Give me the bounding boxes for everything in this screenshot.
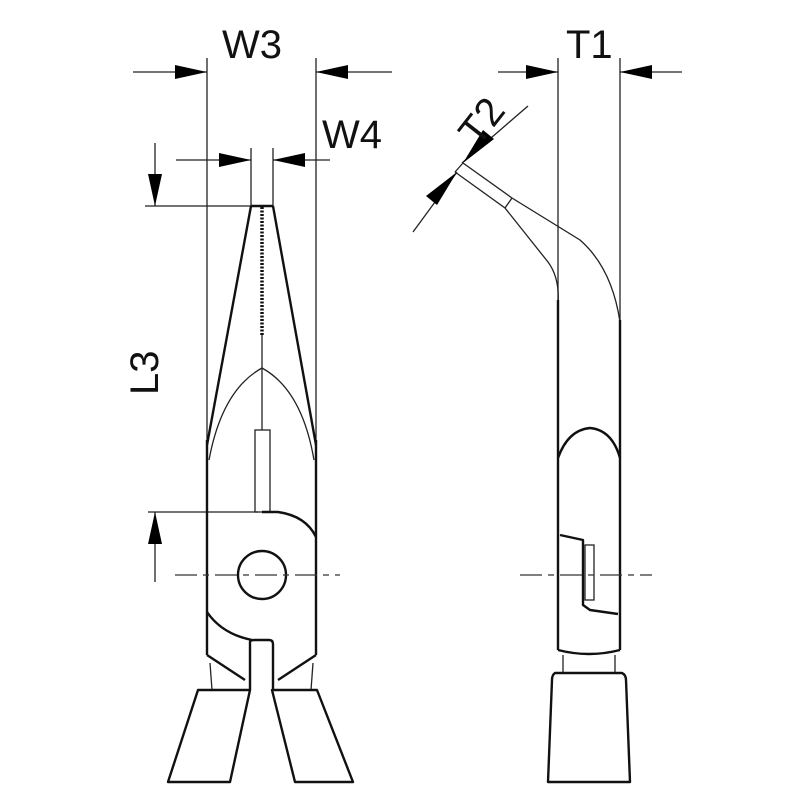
front-view: W3 W4 L3 bbox=[123, 23, 392, 784]
arrow-icon bbox=[148, 512, 162, 544]
label-w3: W3 bbox=[222, 23, 282, 67]
arrow-icon bbox=[148, 174, 162, 206]
dimension-t2: T2 bbox=[412, 90, 529, 233]
label-l3: L3 bbox=[123, 351, 167, 396]
dimension-t1: T1 bbox=[498, 23, 682, 320]
arrow-icon bbox=[175, 65, 207, 79]
arrow-icon bbox=[426, 172, 457, 205]
side-view: T1 T2 bbox=[412, 23, 682, 784]
arrow-icon bbox=[620, 65, 652, 79]
dimension-l3: L3 bbox=[123, 143, 262, 582]
pliers-handle-side bbox=[546, 671, 632, 784]
pliers-jaws-side bbox=[454, 162, 621, 323]
dimension-w4: W4 bbox=[176, 113, 382, 206]
arrow-icon bbox=[526, 65, 558, 79]
pliers-handles-front bbox=[166, 688, 355, 784]
pliers-joint-side bbox=[520, 300, 652, 672]
arrow-icon bbox=[316, 65, 348, 79]
arrow-icon bbox=[463, 130, 494, 163]
arrow-icon bbox=[273, 153, 305, 167]
label-t2: T2 bbox=[450, 90, 513, 154]
pliers-jaws-front bbox=[205, 204, 318, 513]
label-w4: W4 bbox=[322, 113, 382, 157]
pliers-joint-front bbox=[175, 440, 340, 691]
arrow-icon bbox=[219, 153, 251, 167]
label-t1: T1 bbox=[566, 23, 613, 67]
dimension-w3: W3 bbox=[133, 23, 392, 440]
